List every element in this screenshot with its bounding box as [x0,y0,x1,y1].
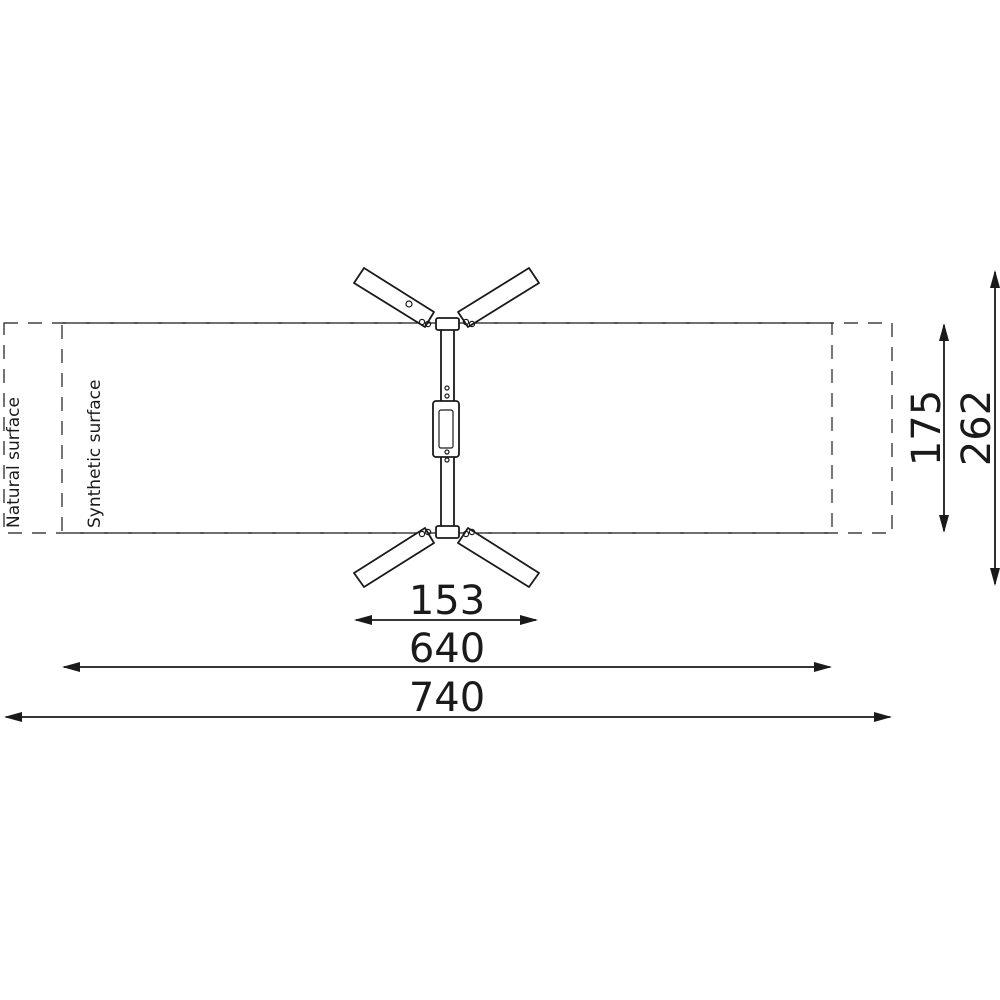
joint-bracket-bottom [435,525,460,539]
joint-bracket-top [435,317,460,331]
beam-bolt [444,457,450,463]
dimension-740-label: 740 [409,675,485,721]
arm-bolt [468,320,476,328]
arm-bolt [462,530,470,538]
dimension-175-label: 175 [904,390,950,466]
beam-bolt [444,385,450,391]
dimension-640-label: 640 [409,626,485,672]
seat-arm-lower-left [353,527,435,588]
dimension-262-label: 262 [954,390,1000,466]
beam-bolt [444,449,450,455]
synthetic-surface-label: Synthetic surface [85,380,105,529]
dimension-262: 262 [954,270,1000,586]
dimension-640: 640 [62,626,832,672]
arm-hole [405,300,413,308]
dimension-153: 153 [354,578,538,625]
dimension-153-label: 153 [409,578,485,624]
arm-bolt [418,530,426,538]
center-handle-inner [438,409,454,449]
arm-bolt [418,318,426,326]
arm-bolt [468,528,476,536]
arm-bolt [424,528,432,536]
arm-bolt [462,318,470,326]
dimension-175: 175 [904,323,950,533]
dimension-740: 740 [4,675,892,722]
seat-arm-lower-right [457,527,540,588]
beam-bolt [444,393,450,399]
seat-arm-upper-right [457,267,540,328]
natural-surface-label: Natural surface [4,397,24,528]
equipment-plan [353,267,540,588]
arm-bolt [424,320,432,328]
seat-arm-upper-left [353,267,435,328]
